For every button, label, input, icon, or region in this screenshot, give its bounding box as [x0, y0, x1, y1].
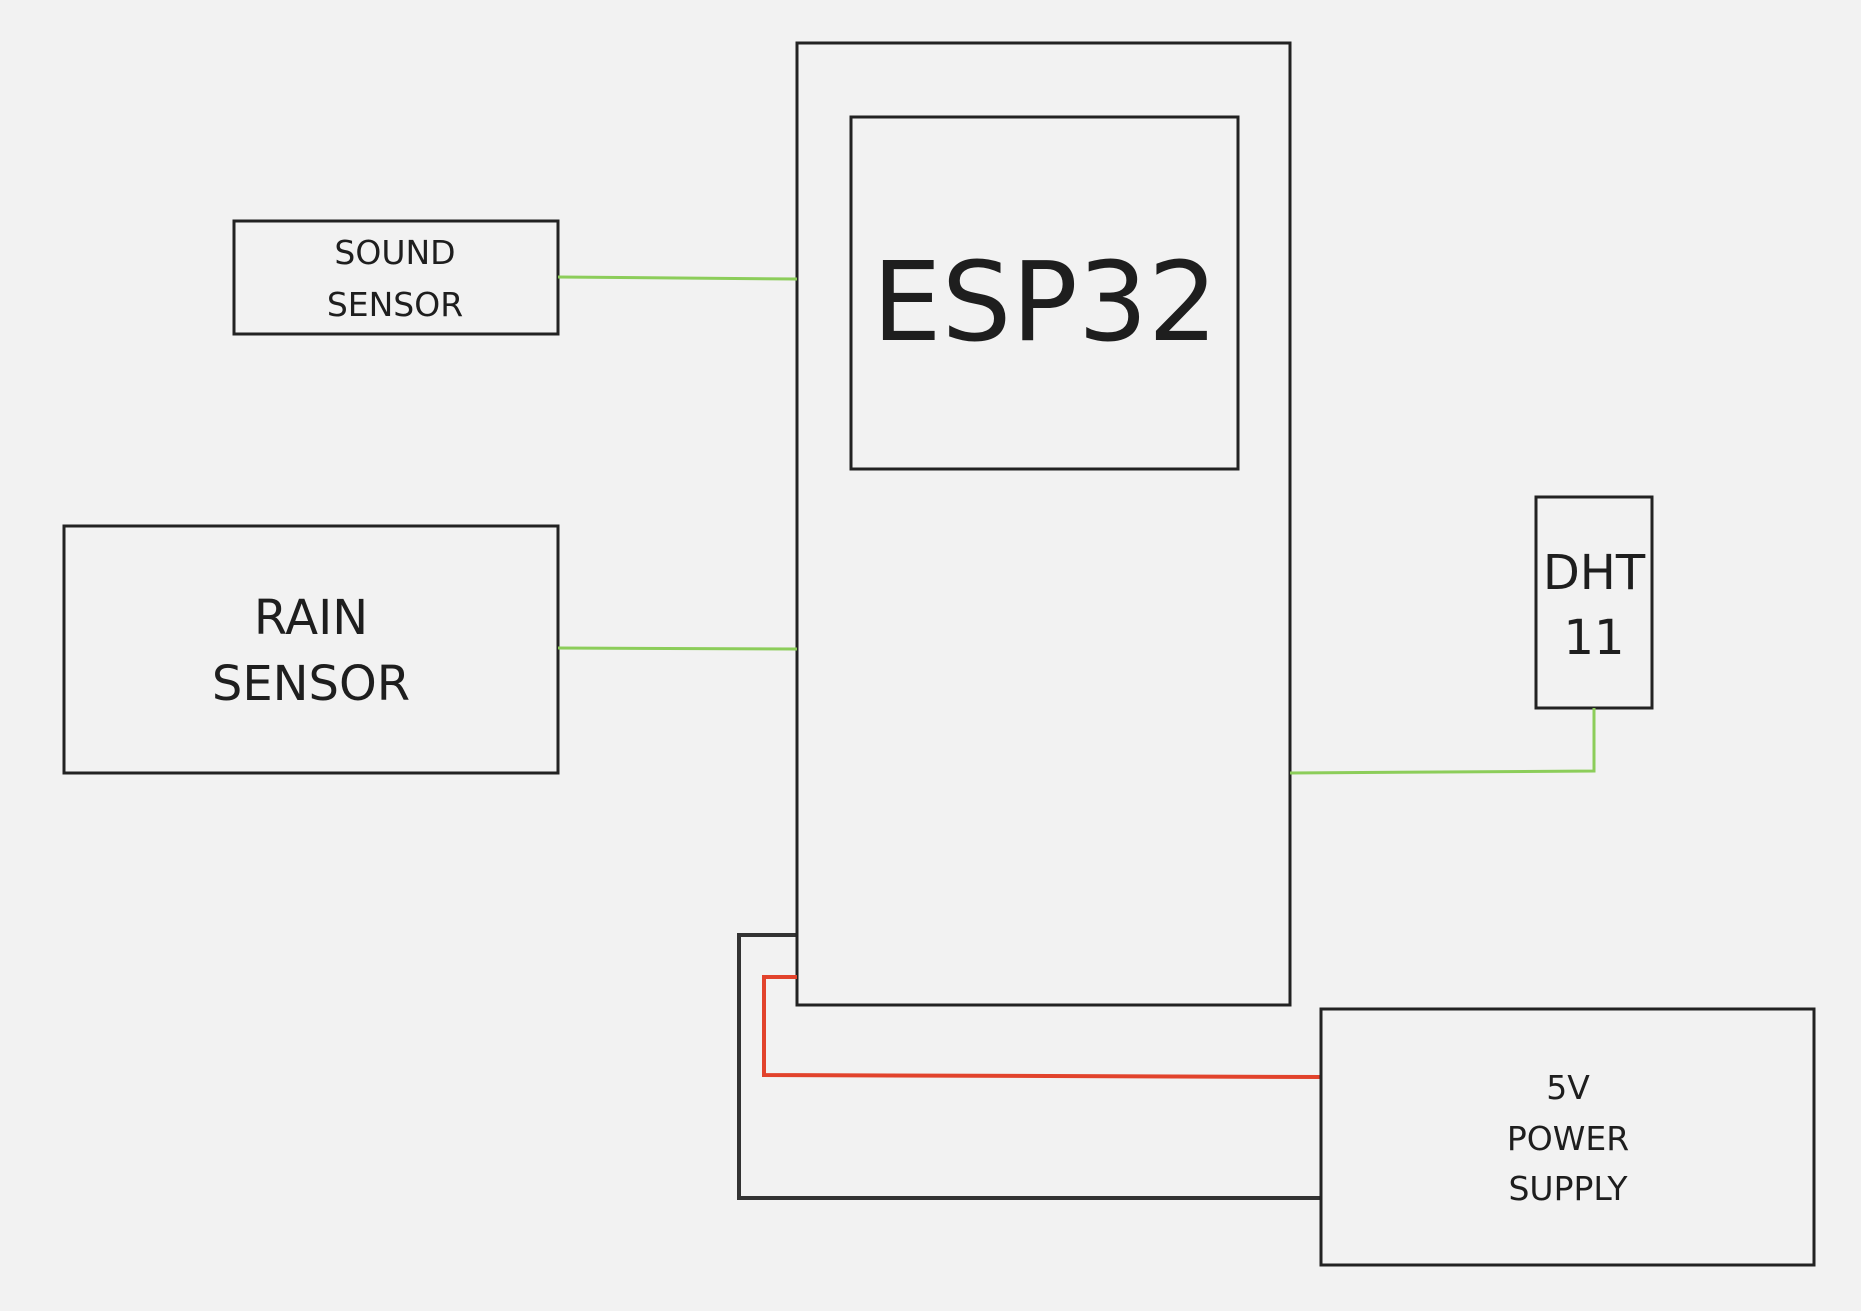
power-supply-label-line2: POWER [1507, 1119, 1629, 1158]
power-supply[interactable] [1319, 1007, 1816, 1267]
power-wire [762, 975, 1322, 1079]
dht11-label-line2: 11 [1563, 610, 1624, 666]
dht11-label-line1: DHT [1543, 545, 1646, 601]
power-supply-label-line3: SUPPLY [1508, 1169, 1628, 1208]
sound-sensor-wire [557, 275, 798, 281]
esp32-module[interactable] [849, 115, 1240, 471]
sound-sensor-label-line2: SENSOR [327, 285, 463, 324]
rain-sensor-wire [557, 646, 798, 651]
rain-sensor[interactable] [62, 524, 560, 775]
ground-wire [737, 933, 1321, 1200]
esp32-board[interactable] [795, 41, 1292, 1007]
rain-sensor-label-line2: SENSOR [212, 656, 410, 712]
esp32-label: ESP32 [872, 238, 1218, 366]
sound-sensor-label-line1: SOUND [334, 233, 455, 272]
dht11-sensor[interactable] [1534, 495, 1654, 710]
power-supply-label-line1: 5V [1546, 1068, 1590, 1107]
dht11-wire [1289, 708, 1596, 775]
rain-sensor-label-line1: RAIN [254, 590, 368, 646]
